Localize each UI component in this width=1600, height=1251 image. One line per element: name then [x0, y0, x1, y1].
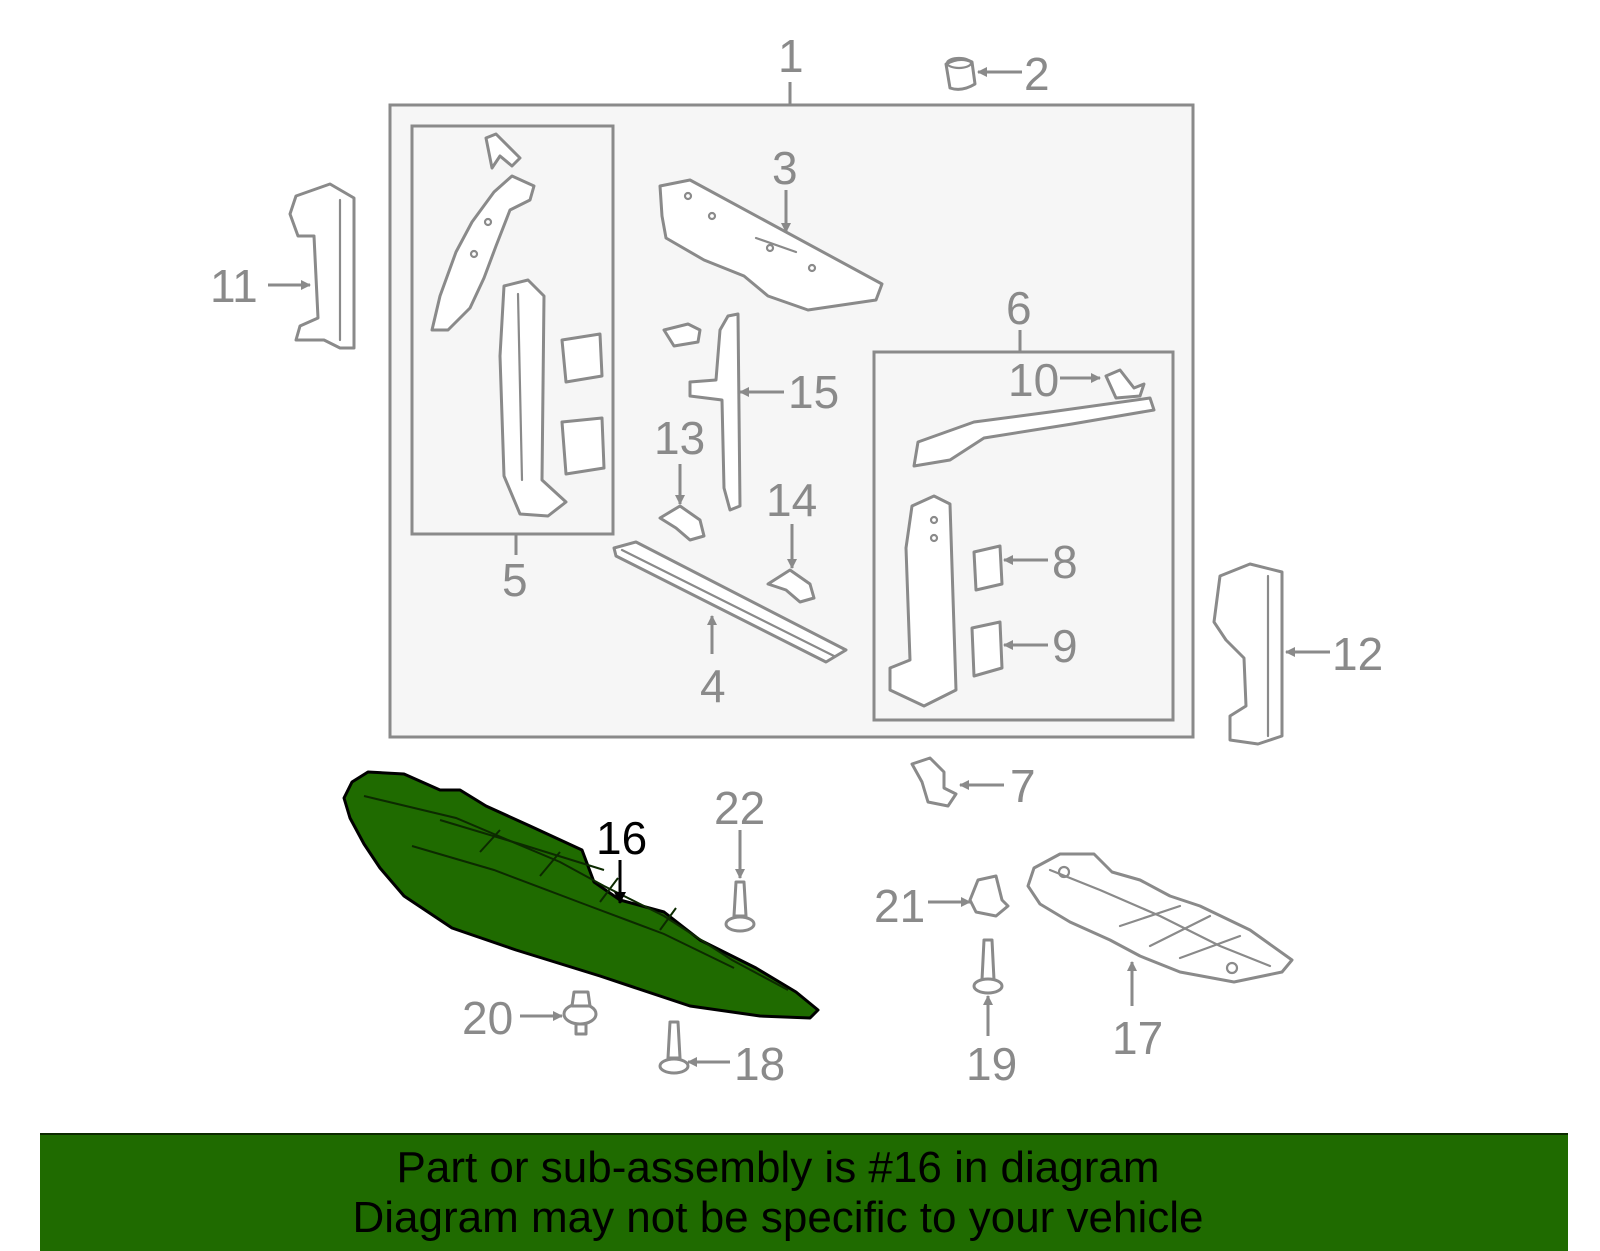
part-6-side-member [888, 368, 1156, 708]
callout-22: 22 [714, 782, 765, 834]
part-13-bracket [658, 504, 706, 542]
callout-3: 3 [772, 142, 798, 194]
callout-17: 17 [1112, 1012, 1163, 1064]
callout-19: 19 [966, 1038, 1017, 1090]
callout-6: 6 [1006, 282, 1032, 334]
callout-10: 10 [1008, 354, 1059, 406]
part-7-bracket [910, 756, 958, 808]
part-2-cap [944, 56, 977, 91]
part-19-bolt [972, 938, 1004, 995]
callout-12: 12 [1332, 628, 1383, 680]
callout-7: 7 [1010, 760, 1036, 812]
callout-18: 18 [734, 1038, 785, 1090]
part-22-bolt [724, 880, 756, 933]
part-16-engine-under-cover [342, 770, 820, 1020]
part-21-nut [968, 874, 1010, 918]
callout-14: 14 [766, 474, 817, 526]
callout-8: 8 [1052, 536, 1078, 588]
callout-13: 13 [654, 412, 705, 464]
callout-20: 20 [462, 992, 513, 1044]
callout-21: 21 [874, 880, 925, 932]
callout-16: 16 [596, 812, 647, 864]
callout-1: 1 [778, 30, 804, 82]
part-18-bolt [658, 1020, 690, 1075]
part-5-side-member [430, 132, 606, 518]
footer-text-disclaimer: Diagram may not be specific to your vehi… [352, 1193, 1204, 1242]
part-15-brace [662, 312, 742, 512]
callout-5: 5 [502, 554, 528, 606]
part-3-upper-support [658, 178, 884, 312]
callout-11: 11 [210, 260, 258, 312]
part-12-seal [1212, 562, 1284, 746]
footer-text-part-number: Part or sub-assembly is #16 in diagram [396, 1143, 1160, 1192]
callout-9: 9 [1052, 620, 1078, 672]
callout-4: 4 [700, 660, 726, 712]
part-11-seal [288, 182, 356, 350]
callout-2: 2 [1024, 48, 1050, 100]
part-20-clip [562, 990, 598, 1036]
part-4-lower-support [612, 540, 848, 664]
callout-15: 15 [788, 366, 839, 418]
part-14-bracket [766, 568, 816, 604]
footer-banner: Part or sub-assembly is #16 in diagram D… [40, 1133, 1568, 1251]
part-17-under-cover [1026, 852, 1294, 984]
